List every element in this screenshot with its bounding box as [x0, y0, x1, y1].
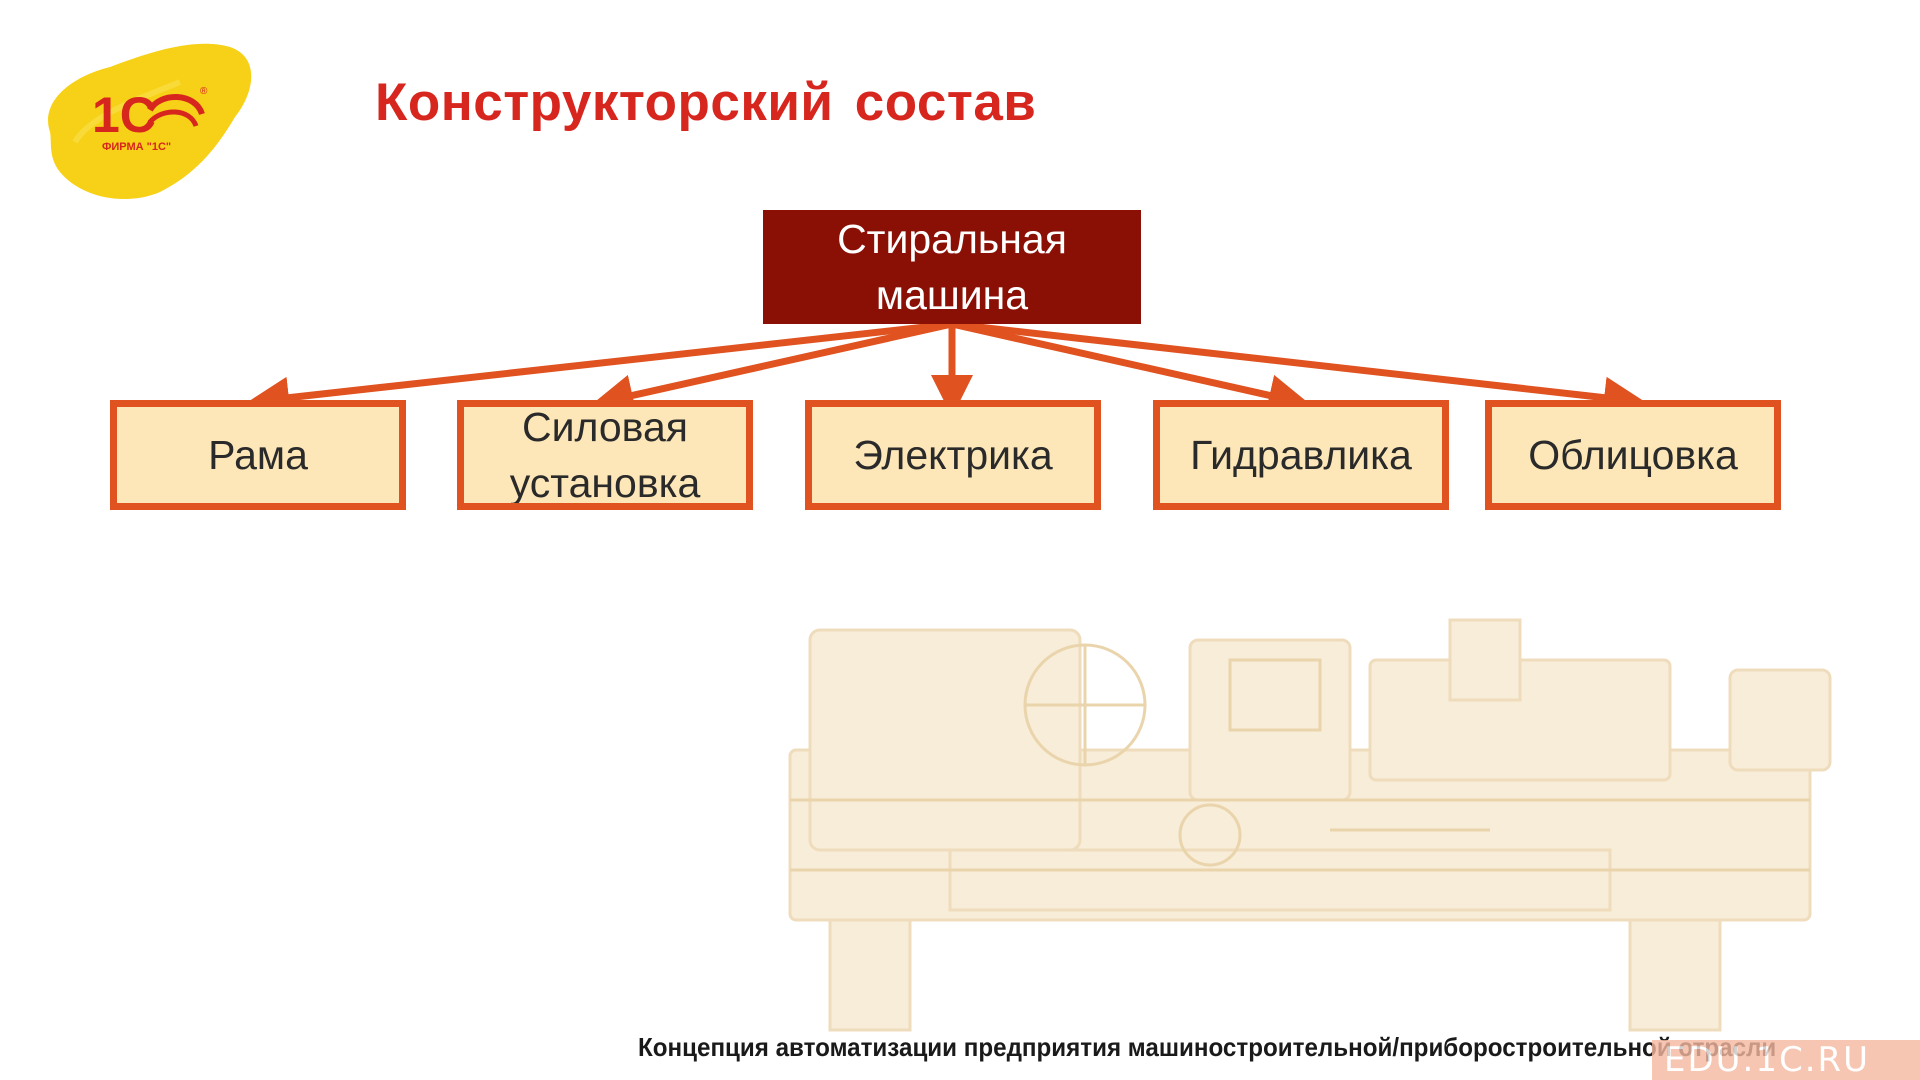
slide-title: Конструкторский состав	[375, 73, 1037, 132]
1c-logo-icon: 1С ® ФИРМА "1С"	[30, 22, 270, 207]
slide-footer: Концепция автоматизации предприятия маши…	[638, 1032, 1777, 1062]
diagram-node-hydraulics: Гидравлика	[1153, 400, 1449, 510]
diagram-node-electrics: Электрика	[805, 400, 1101, 510]
watermark: EDU.1C.RU	[1652, 1040, 1920, 1080]
diagram-node-frame: Рама	[110, 400, 406, 510]
svg-text:®: ®	[200, 86, 208, 97]
connector-arrow-5	[951, 320, 1646, 419]
diagram-node-cladding: Облицовка	[1485, 400, 1781, 510]
svg-text:1С: 1С	[92, 87, 156, 143]
diagram-node-power-unit: Силовая установка	[457, 400, 753, 510]
lathe-machine-illustration	[770, 600, 1850, 1040]
connector-arrow-1	[247, 320, 953, 419]
svg-text:ФИРМА "1С": ФИРМА "1С"	[102, 141, 171, 153]
connector-arrow-2	[591, 320, 953, 416]
connector-arrow-4	[951, 320, 1311, 416]
diagram-root-node: Стиральная машина	[763, 210, 1141, 324]
